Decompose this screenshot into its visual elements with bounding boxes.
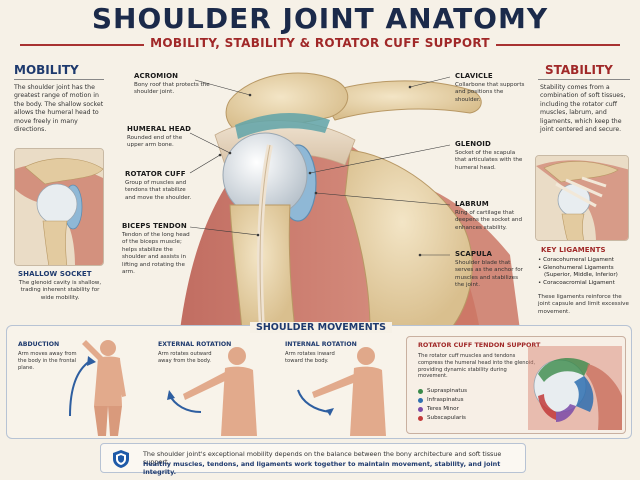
legend-label: Infraspinatus [427, 397, 464, 403]
external-rotation-figure [167, 347, 257, 436]
label-biceps-tendon-text: Tendon of the long head of the biceps mu… [122, 232, 190, 276]
mobility-text: The shoulder joint has the greatest rang… [14, 84, 104, 134]
rotator-cuff-illustration [528, 346, 622, 430]
legend-item-subscapularis: Subscapularis [418, 415, 528, 421]
key-ligaments-heading: KEY LIGAMENTS [541, 246, 606, 254]
shallow-socket-inset [14, 148, 104, 266]
shallow-socket-illustration [15, 149, 103, 265]
label-glenoid-text: Socket of the scapula that articulates w… [455, 150, 523, 171]
ligament-item: (Superior, Middle, Inferior) [538, 272, 634, 280]
ligament-item-text: Coracoacromial Ligament [543, 279, 615, 286]
mobility-heading: MOBILITY [14, 63, 79, 77]
shallow-socket-heading: SHALLOW SOCKET [18, 270, 92, 278]
shoulder-illustration [180, 72, 520, 330]
internal-rotation-text: Arm rotates inward toward the body. [285, 351, 335, 364]
legend-dot [418, 406, 423, 412]
page-subtitle: MOBILITY, STABILITY & ROTATOR CUFF SUPPO… [20, 36, 620, 50]
abduction-text: Arm moves away from the body in the fron… [18, 351, 77, 371]
external-rotation-title: EXTERNAL ROTATION [158, 341, 232, 348]
internal-rotation-figure [297, 347, 386, 436]
stability-rule [538, 79, 630, 80]
shoulder-movements-heading: SHOULDER MOVEMENTS [250, 322, 392, 333]
ligament-item-text: Glenohumeral Ligaments [543, 264, 614, 271]
ligament-item-text: Coracohumeral Ligament [543, 257, 614, 263]
leader-dots [218, 85, 422, 257]
footer-line-1: The shoulder joint's exceptional mobilit… [143, 450, 502, 466]
subtitle-bar: MOBILITY, STABILITY & ROTATOR CUFF SUPPO… [20, 36, 620, 52]
label-biceps-tendon-title: BICEPS TENDON [122, 222, 187, 230]
legend-dot [418, 388, 423, 394]
ligament-illustration [536, 156, 628, 240]
ligament-item: • Coracohumeral Ligament [538, 257, 614, 263]
page-title: SHOULDER JOINT ANATOMY [91, 2, 549, 35]
label-glenoid-title: GLENOID [455, 140, 491, 148]
biceps-tendon-edge [259, 144, 271, 330]
stability-heading: STABILITY [545, 63, 613, 77]
ligament-item-text: (Superior, Middle, Inferior) [544, 272, 618, 279]
internal-rotation-title: INTERNAL ROTATION [285, 341, 357, 348]
rotator-cuff-legend: Supraspinatus Infraspinatus Teres Minor … [418, 388, 528, 421]
shield-icon [113, 450, 129, 468]
label-acromion-text: Bony roof that protects the shoulder joi… [134, 82, 210, 96]
label-scapula-text: Shoulder blade that serves as the anchor… [455, 260, 523, 289]
label-rotator-cuff-text: Group of muscles and tendons that stabil… [125, 180, 192, 201]
label-labrum-title: LABRUM [455, 200, 489, 208]
rotator-cuff-support-title: ROTATOR CUFF TENDON SUPPORT [418, 341, 541, 349]
clavicle-bone [319, 80, 482, 121]
legend-label: Supraspinatus [427, 388, 468, 394]
legend-item-infraspinatus: Infraspinatus [418, 397, 528, 403]
scapula-bone [344, 149, 473, 330]
label-clavicle-title: CLAVICLE [455, 72, 493, 80]
footer-line-2: Healthy muscles, tendons, and ligaments … [143, 460, 501, 476]
subtitle-text: MOBILITY, STABILITY & ROTATOR CUFF SUPPO… [144, 36, 496, 50]
supraspinatus-band [235, 113, 330, 139]
legend-label: Subscapularis [427, 415, 466, 421]
abduction-figure [69, 340, 126, 436]
label-rotator-cuff-title: ROTATOR CUFF [125, 170, 186, 178]
abduction-title: ABDUCTION [18, 341, 60, 348]
key-ligaments-list: • Coracohumeral Ligament • Glenohumeral … [538, 257, 634, 287]
footer-box: The shoulder joint's exceptional mobilit… [100, 443, 526, 476]
leader-lines [189, 76, 451, 256]
key-ligaments-note: These ligaments reinforce the joint caps… [538, 294, 629, 315]
label-scapula-title: SCAPULA [455, 250, 492, 258]
ligament-item: • Glenohumeral Ligaments [538, 264, 614, 271]
legend-dot [418, 415, 423, 421]
label-humeral-head-text: Rounded end of the upper arm bone. [127, 135, 183, 149]
legend-dot [418, 397, 423, 403]
stability-text: Stability comes from a combination of so… [540, 84, 626, 134]
mobility-rule [14, 79, 104, 80]
label-clavicle-text: Collarbone that supports and positions t… [455, 82, 525, 103]
label-humeral-head-title: HUMERAL HEAD [127, 125, 192, 133]
ligament-item: • Coracoacromial Ligament [538, 279, 615, 286]
ligament-inset [535, 155, 629, 241]
legend-item-supraspinatus: Supraspinatus [418, 388, 528, 394]
legend-label: Teres Minor [427, 406, 459, 412]
external-rotation-text: Arm rotates outward away from the body. [158, 351, 212, 364]
rotator-cuff-support-text: The rotator cuff muscles and tendons com… [418, 353, 536, 380]
shallow-socket-text: The glenoid cavity is shallow, trading i… [18, 280, 102, 301]
label-acromion-title: ACROMION [134, 72, 179, 80]
legend-item-teres-minor: Teres Minor [418, 406, 528, 412]
label-labrum-text: Ring of cartilage that deepens the socke… [455, 210, 523, 231]
